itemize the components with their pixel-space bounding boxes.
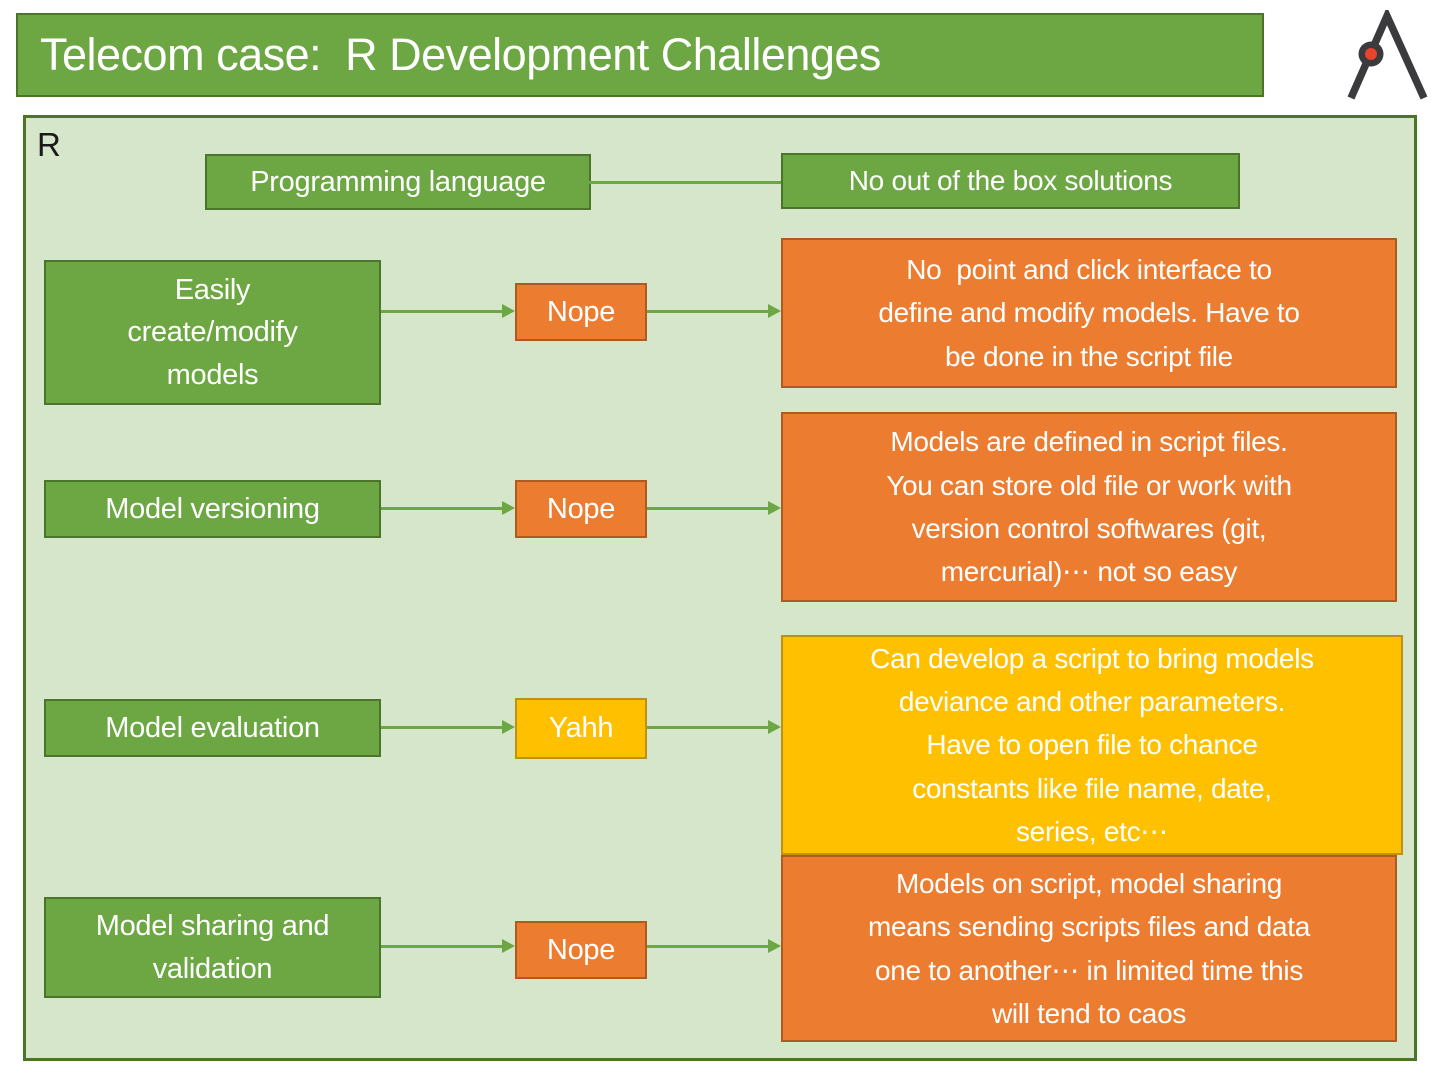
connector-shaft <box>647 310 770 313</box>
topic-box-model-evaluation: Model evaluation <box>44 699 381 757</box>
status-box-nope: Nope <box>515 283 647 341</box>
connector-arrow <box>381 939 515 954</box>
topic-label: Easily create/modify models <box>127 274 298 391</box>
arrowhead-icon <box>768 501 781 515</box>
connector-arrow <box>647 720 781 735</box>
topic-label: Model evaluation <box>105 711 320 744</box>
connector-shaft <box>589 181 783 184</box>
connector-shaft <box>381 507 504 510</box>
detail-box-can-develop-a-script: Can develop a script to bring models dev… <box>781 635 1403 855</box>
topic-box-model-versioning: Model versioning <box>44 480 381 538</box>
arrowhead-icon <box>768 720 781 734</box>
topic-label: Model versioning <box>105 492 320 525</box>
arrowhead-icon <box>502 304 515 318</box>
status-label: Nope <box>546 933 616 966</box>
detail-text: No point and click interface to define a… <box>878 253 1300 372</box>
detail-text: Can develop a script to bring models dev… <box>870 642 1314 848</box>
topic-box-easily-create-modify-models: Easily create/modify models <box>44 260 381 405</box>
status-box-nope: Nope <box>515 480 647 538</box>
connector-arrow <box>647 501 781 516</box>
company-a-logo-icon <box>1347 10 1428 100</box>
detail-box-models-defined-in-script-files: Models are defined in script files. You … <box>781 412 1397 602</box>
topic-label: Model sharing and validation <box>95 910 330 985</box>
status-label: Nope <box>546 492 616 525</box>
status-label: Yahh <box>548 712 614 744</box>
connector-shaft <box>381 945 504 948</box>
connector-line <box>589 175 783 190</box>
detail-text: Models are defined in script files. You … <box>886 426 1292 588</box>
status-box-yahh: Yahh <box>515 698 647 759</box>
topic-box-programming-language: Programming language <box>205 154 591 210</box>
status-box-nope: Nope <box>515 921 647 979</box>
connector-shaft <box>647 945 770 948</box>
detail-text: Models on script, model sharing means se… <box>867 867 1311 1029</box>
connector-arrow <box>647 939 781 954</box>
corner-label: R <box>37 126 61 163</box>
slide-title: Telecom case: R Development Challenges <box>40 29 881 80</box>
topic-box-model-sharing-and-validation: Model sharing and validation <box>44 897 381 998</box>
detail-box-no-point-and-click: No point and click interface to define a… <box>781 238 1397 388</box>
title-bar: Telecom case: R Development Challenges <box>16 13 1264 97</box>
arrowhead-icon <box>502 720 515 734</box>
connector-shaft <box>647 507 770 510</box>
status-label: Nope <box>546 295 616 328</box>
connector-arrow <box>381 501 515 516</box>
arrowhead-icon <box>502 939 515 953</box>
detail-box-no-out-of-box-solutions: No out of the box solutions <box>781 153 1240 209</box>
topic-label: Programming language <box>250 165 546 198</box>
connector-shaft <box>381 310 504 313</box>
arrowhead-icon <box>768 939 781 953</box>
arrowhead-icon <box>768 304 781 318</box>
detail-box-models-on-script-sharing: Models on script, model sharing means se… <box>781 855 1397 1042</box>
connector-shaft <box>381 726 504 729</box>
connector-arrow <box>381 304 515 319</box>
detail-text: No out of the box solutions <box>848 165 1173 197</box>
arrowhead-icon <box>502 501 515 515</box>
connector-shaft <box>647 726 770 729</box>
connector-arrow <box>647 304 781 319</box>
connector-arrow <box>381 720 515 735</box>
